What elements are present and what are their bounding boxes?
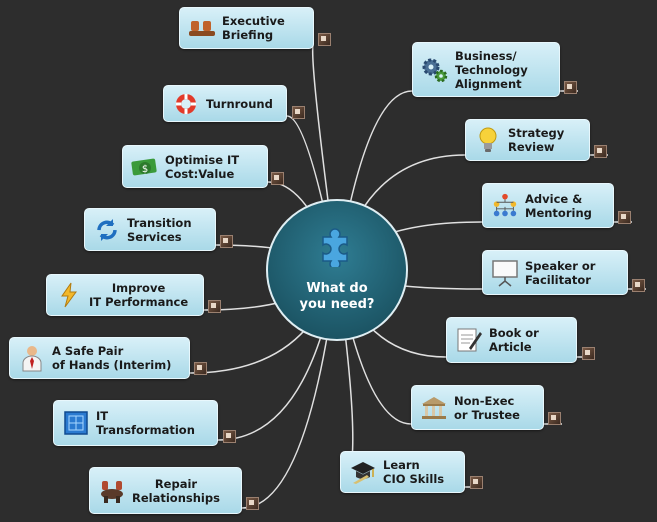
note-icon[interactable] (271, 172, 284, 185)
node-label: Transition Services (127, 215, 192, 244)
lifebuoy-icon (172, 90, 200, 118)
node-it-transformation[interactable]: IT Transformation (53, 400, 218, 446)
node-label: IT Transformation (96, 409, 195, 437)
blueprint-icon (62, 409, 90, 437)
node-label: Advice & Mentoring (525, 191, 592, 220)
presentation-board-icon (491, 259, 519, 287)
lightbulb-icon (474, 126, 502, 154)
note-icon[interactable] (220, 235, 233, 248)
node-repair-relationships[interactable]: Repair Relationships (89, 467, 242, 514)
note-icon[interactable] (223, 430, 236, 443)
note-icon[interactable] (246, 497, 259, 510)
node-safe-pair-of-hands[interactable]: A Safe Pair of Hands (Interim) (9, 337, 190, 379)
node-optimise-it-cost[interactable]: $ Optimise IT Cost:Value (122, 145, 268, 188)
node-label: Strategy Review (508, 126, 565, 154)
refresh-arrows-icon (93, 216, 121, 244)
node-label: Repair Relationships (132, 476, 220, 505)
node-label: Improve IT Performance (89, 281, 189, 309)
org-chart-icon (491, 192, 519, 220)
node-transition-services[interactable]: Transition Services (84, 208, 216, 251)
node-label: Learn CIO Skills (383, 458, 445, 486)
building-icon (420, 394, 448, 422)
puzzle-piece-icon (322, 228, 348, 267)
note-icon[interactable] (194, 362, 207, 375)
node-label: A Safe Pair of Hands (Interim) (52, 344, 172, 372)
graduation-cap-icon (349, 458, 377, 486)
money-icon: $ (131, 153, 159, 181)
note-icon[interactable] (582, 347, 595, 360)
note-icon[interactable] (594, 145, 607, 158)
note-icon[interactable] (632, 279, 645, 292)
node-label: Business/ Technology Alignment (455, 48, 528, 91)
node-label: Executive Briefing (222, 14, 285, 42)
node-speaker-facilitator[interactable]: Speaker or Facilitator (482, 250, 628, 295)
node-learn-cio-skills[interactable]: Learn CIO Skills (340, 451, 465, 493)
node-improve-it-performance[interactable]: Improve IT Performance (46, 274, 204, 316)
note-icon[interactable] (564, 81, 577, 94)
node-label: Optimise IT Cost:Value (165, 152, 240, 181)
central-topic[interactable]: What do you need? (266, 199, 408, 341)
node-business-technology-alignment[interactable]: Business/ Technology Alignment (412, 42, 560, 97)
lightning-icon (55, 281, 83, 309)
gears-icon (421, 56, 449, 84)
note-icon[interactable] (292, 106, 305, 119)
meeting-table-icon (98, 477, 126, 505)
node-label: Book or Article (489, 326, 539, 354)
node-label: Turnround (206, 96, 273, 111)
note-icon[interactable] (470, 476, 483, 489)
meeting-chairs-icon (188, 14, 216, 42)
node-book-or-article[interactable]: Book or Article (446, 317, 577, 363)
node-label: Speaker or Facilitator (525, 258, 596, 287)
node-non-exec-trustee[interactable]: Non-Exec or Trustee (411, 385, 544, 430)
node-strategy-review[interactable]: Strategy Review (465, 119, 590, 161)
svg-text:$: $ (142, 164, 148, 175)
businessman-icon (18, 344, 46, 372)
central-topic-label: What do you need? (299, 281, 375, 312)
note-icon[interactable] (208, 300, 221, 313)
note-icon[interactable] (548, 412, 561, 425)
node-executive-briefing[interactable]: Executive Briefing (179, 7, 314, 49)
notepad-pen-icon (455, 326, 483, 354)
node-label: Non-Exec or Trustee (454, 393, 520, 422)
node-turnround[interactable]: Turnround (163, 85, 287, 122)
note-icon[interactable] (618, 211, 631, 224)
node-advice-mentoring[interactable]: Advice & Mentoring (482, 183, 614, 228)
note-icon[interactable] (318, 33, 331, 46)
